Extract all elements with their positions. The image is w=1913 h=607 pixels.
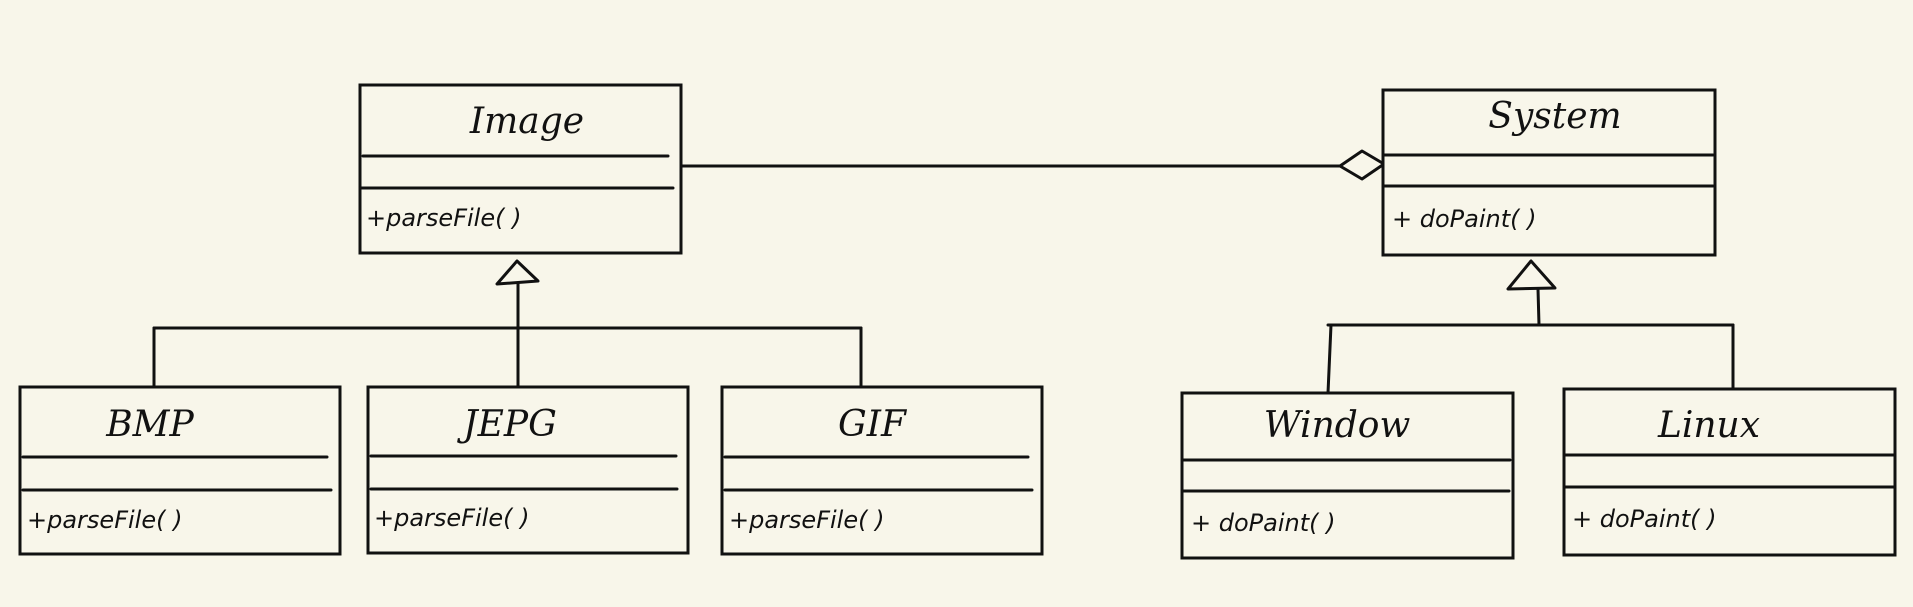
generalization-triangle-icon [495, 259, 540, 286]
class-box-linux: Linux + doPaint( ) [1562, 387, 1897, 557]
method-text: +parseFile( ) [366, 204, 521, 232]
method-text: +parseFile( ) [27, 506, 182, 534]
class-name: Linux [1657, 405, 1760, 446]
generalization-drop-line [1326, 323, 1333, 395]
class-name: GIF [838, 404, 908, 445]
generalization-stem-line [1536, 287, 1541, 327]
aggregation-diamond-icon [1338, 149, 1386, 181]
class-name: System [1488, 96, 1621, 137]
class-box-system: System + doPaint( ) [1381, 88, 1717, 257]
method-text: +parseFile( ) [374, 504, 529, 532]
class-frame [366, 385, 690, 555]
class-box-window: Window + doPaint( ) [1180, 391, 1515, 560]
class-box-jepg: JEPG +parseFile( ) [366, 385, 690, 555]
class-frame [1562, 387, 1897, 557]
class-name: Window [1264, 405, 1411, 446]
class-box-bmp: BMP +parseFile( ) [18, 385, 342, 556]
method-text: +parseFile( ) [729, 506, 884, 534]
class-box-gif: GIF +parseFile( ) [720, 385, 1044, 556]
generalization-triangle-icon [1506, 259, 1557, 291]
class-box-image: Image +parseFile( ) [358, 83, 683, 255]
relationship-lines [152, 149, 1735, 395]
class-frame [1381, 88, 1717, 257]
method-text: + doPaint( ) [1392, 205, 1536, 233]
class-frame [1180, 391, 1515, 560]
class-name: Image [469, 101, 584, 142]
class-frame [18, 385, 342, 556]
method-text: + doPaint( ) [1572, 505, 1716, 533]
class-name: JEPG [456, 404, 557, 445]
class-frame [358, 83, 683, 255]
class-name: BMP [105, 404, 194, 445]
class-frame [720, 385, 1044, 556]
method-text: + doPaint( ) [1191, 509, 1335, 537]
